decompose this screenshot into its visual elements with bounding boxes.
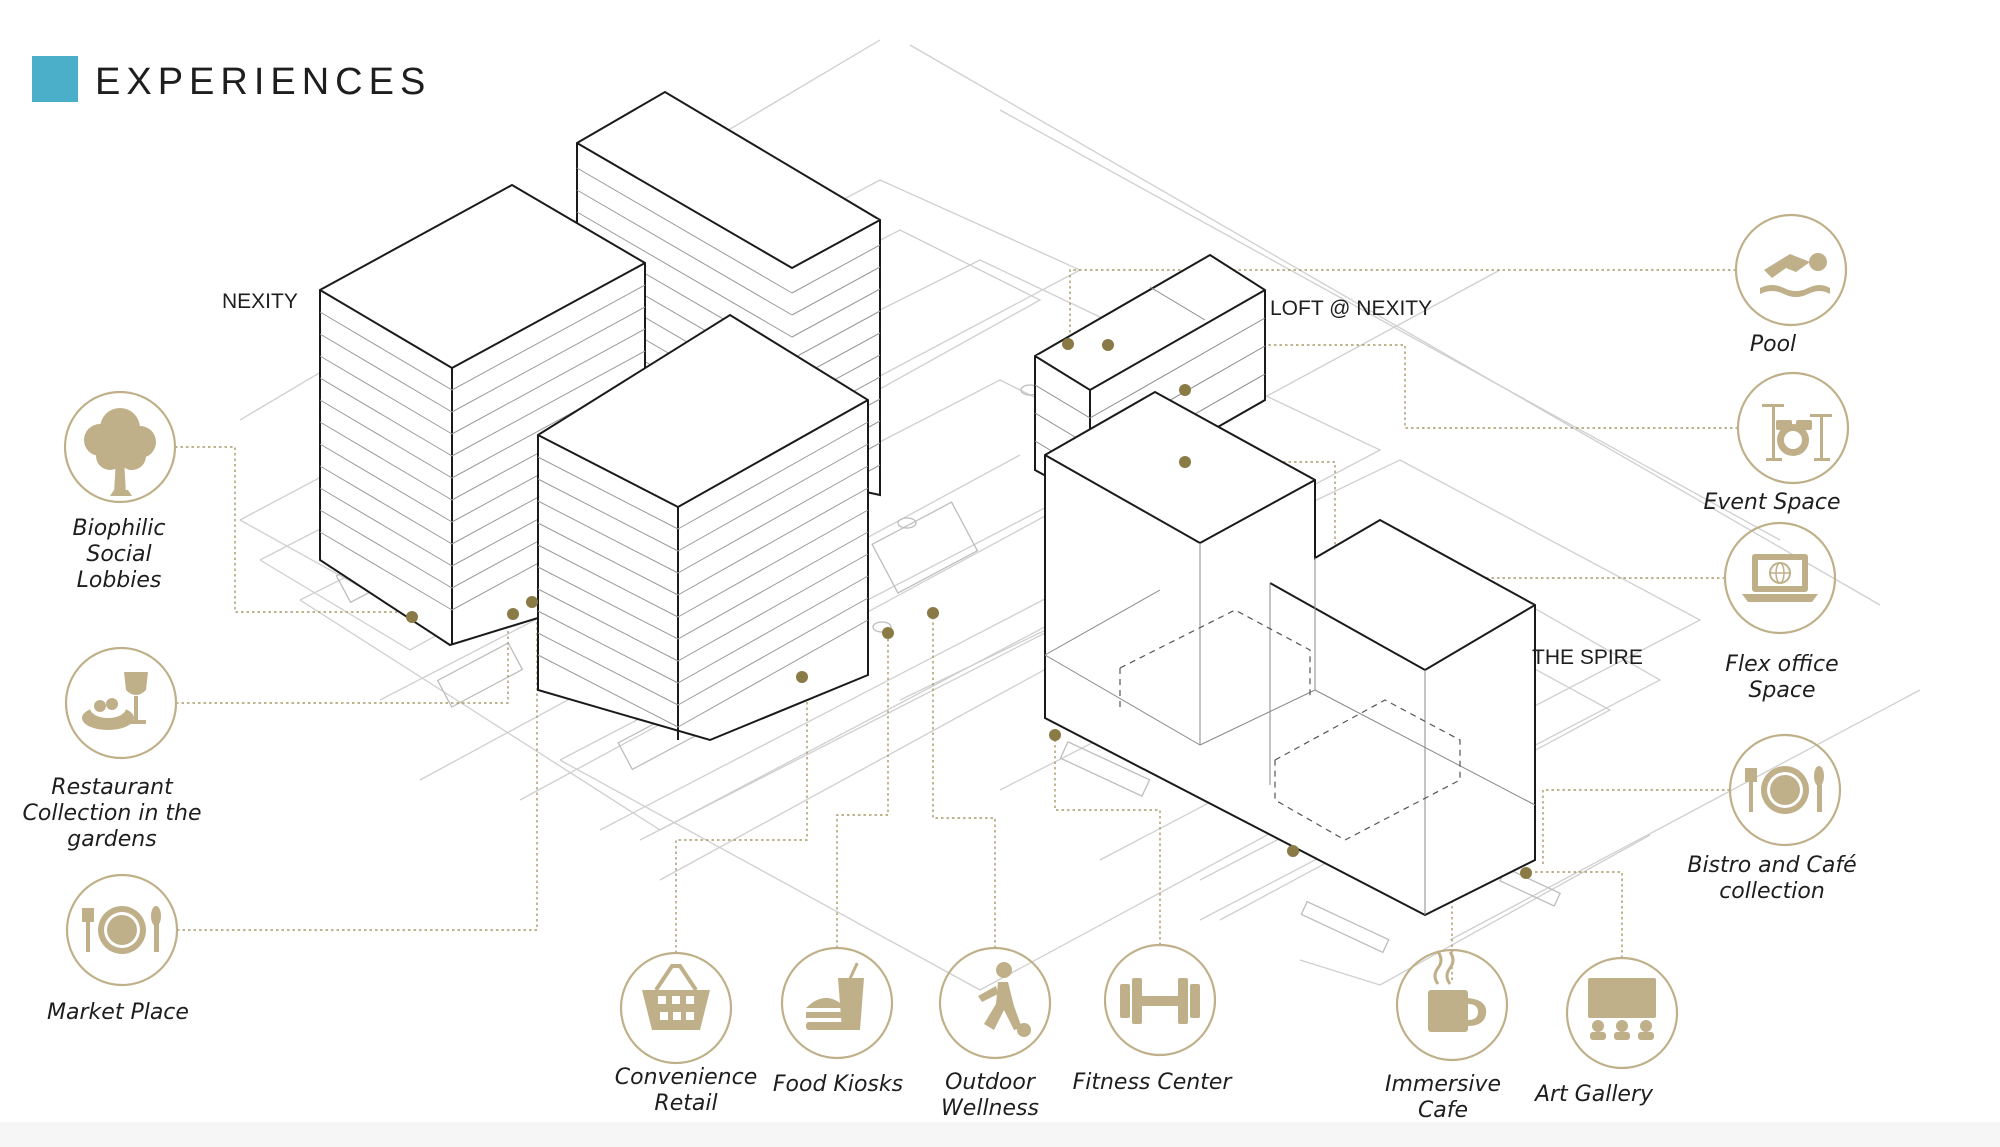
nexity-front-tower: [537, 313, 869, 742]
leader-lines: [175, 269, 1738, 980]
tree-icon: [84, 408, 156, 496]
amenity-label-fitness: Fitness Center: [1072, 1070, 1232, 1095]
amenity-icon-circles: [63, 213, 1850, 1070]
amenity-label-kiosks: Food Kiosks: [772, 1072, 904, 1097]
basket-icon: [642, 964, 710, 1030]
burger-drink-icon: [806, 962, 864, 1030]
drum-kit-icon: [1762, 404, 1832, 461]
amenity-label-cafe: Immersive Cafe: [1384, 1072, 1502, 1123]
spire-tower: [1044, 390, 1536, 917]
building-label-loft: LOFT @ NEXITY: [1270, 297, 1433, 320]
amenity-label-flex: Flex office Space: [1725, 652, 1839, 703]
amenity-label-event: Event Space: [1703, 490, 1841, 515]
audience-screen-icon: [1588, 978, 1656, 1040]
amenity-label-outdoor: Outdoor Wellness: [941, 1070, 1039, 1121]
amenity-label-restaurant: Restaurant Collection in the gardens: [22, 775, 202, 852]
runner-ball-icon: [978, 962, 1031, 1037]
dumbbell-icon: [1120, 978, 1200, 1024]
amenity-label-pool: Pool: [1749, 332, 1797, 357]
title-accent-square: [32, 56, 78, 102]
building-label-nexity: NEXITY: [222, 290, 298, 313]
building-label-spire: THE SPIRE: [1532, 646, 1643, 669]
swimmer-icon: [1760, 253, 1830, 297]
coffee-mug-icon: [1428, 951, 1487, 1032]
location-dots: [406, 338, 1532, 879]
amenity-label-bistro: Bistro and Café collection: [1687, 853, 1857, 904]
dining-wine-icon: [82, 672, 148, 730]
plate-cutlery-icon: [82, 906, 161, 954]
bottom-margin: [0, 1122, 2000, 1147]
page-title: EXPERIENCES: [95, 61, 432, 103]
laptop-globe-icon: [1742, 554, 1818, 602]
amenity-label-convenience: Convenience Retail: [614, 1065, 758, 1116]
amenity-label-market: Market Place: [47, 1000, 189, 1025]
bistro-plate-cutlery-icon: [1745, 766, 1824, 814]
amenity-label-gallery: Art Gallery: [1534, 1082, 1654, 1107]
amenity-label-biophilic: Biophilic Social Lobbies: [72, 516, 166, 593]
